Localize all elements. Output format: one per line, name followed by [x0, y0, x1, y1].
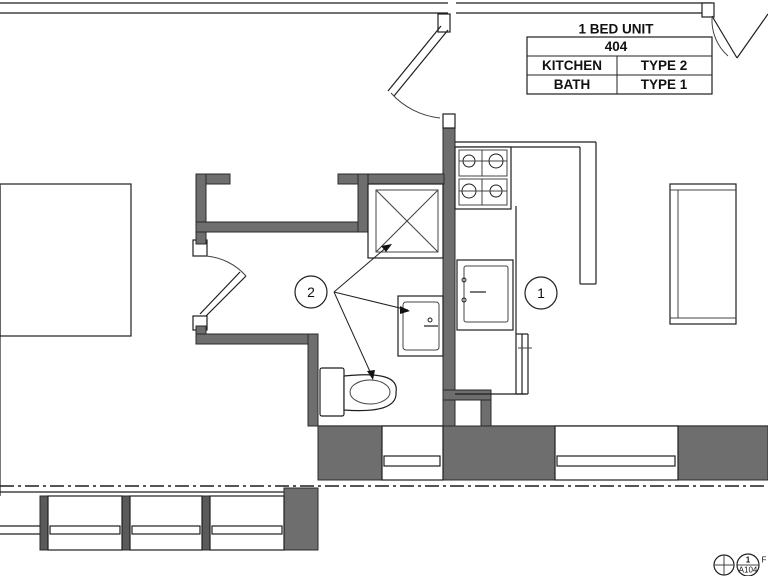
bath-walls — [192, 173, 445, 427]
bath-door — [199, 255, 247, 317]
schedule-unit-number: 404 — [605, 39, 628, 54]
kitchen-sink — [456, 259, 514, 331]
schedule-row-value: TYPE 1 — [641, 77, 688, 92]
bath-tag: 2 — [294, 244, 410, 380]
unit-schedule: 1 BED UNIT 404 KITCHEN TYPE 2 BATH TYPE … — [526, 22, 713, 95]
section-marker: 1 A104 F — [713, 553, 767, 576]
living-table — [0, 183, 132, 337]
shower — [367, 183, 444, 259]
schedule-row-label: BATH — [554, 77, 591, 92]
section-marker-number: 1 — [746, 556, 751, 565]
bath-tag-label: 2 — [307, 284, 315, 300]
schedule-row-value: TYPE 2 — [641, 58, 688, 73]
kitchen-tag: 1 — [524, 276, 558, 310]
section-marker-letter: F — [762, 556, 767, 565]
top-wall — [0, 2, 715, 33]
living-bench — [669, 183, 737, 325]
dishwasher — [516, 333, 532, 395]
schedule-title: 1 BED UNIT — [578, 22, 654, 37]
bottom-wall — [0, 186, 768, 551]
toilet — [319, 367, 397, 417]
kitchen-tag-label: 1 — [537, 285, 545, 301]
vanity-sink — [397, 295, 444, 357]
terrace-door — [711, 13, 768, 59]
entry-door — [387, 25, 449, 119]
kitchen-counter — [455, 141, 597, 395]
cooktop — [454, 146, 512, 210]
section-marker-sheet: A104 — [739, 566, 758, 575]
schedule-row-label: KITCHEN — [542, 58, 602, 73]
